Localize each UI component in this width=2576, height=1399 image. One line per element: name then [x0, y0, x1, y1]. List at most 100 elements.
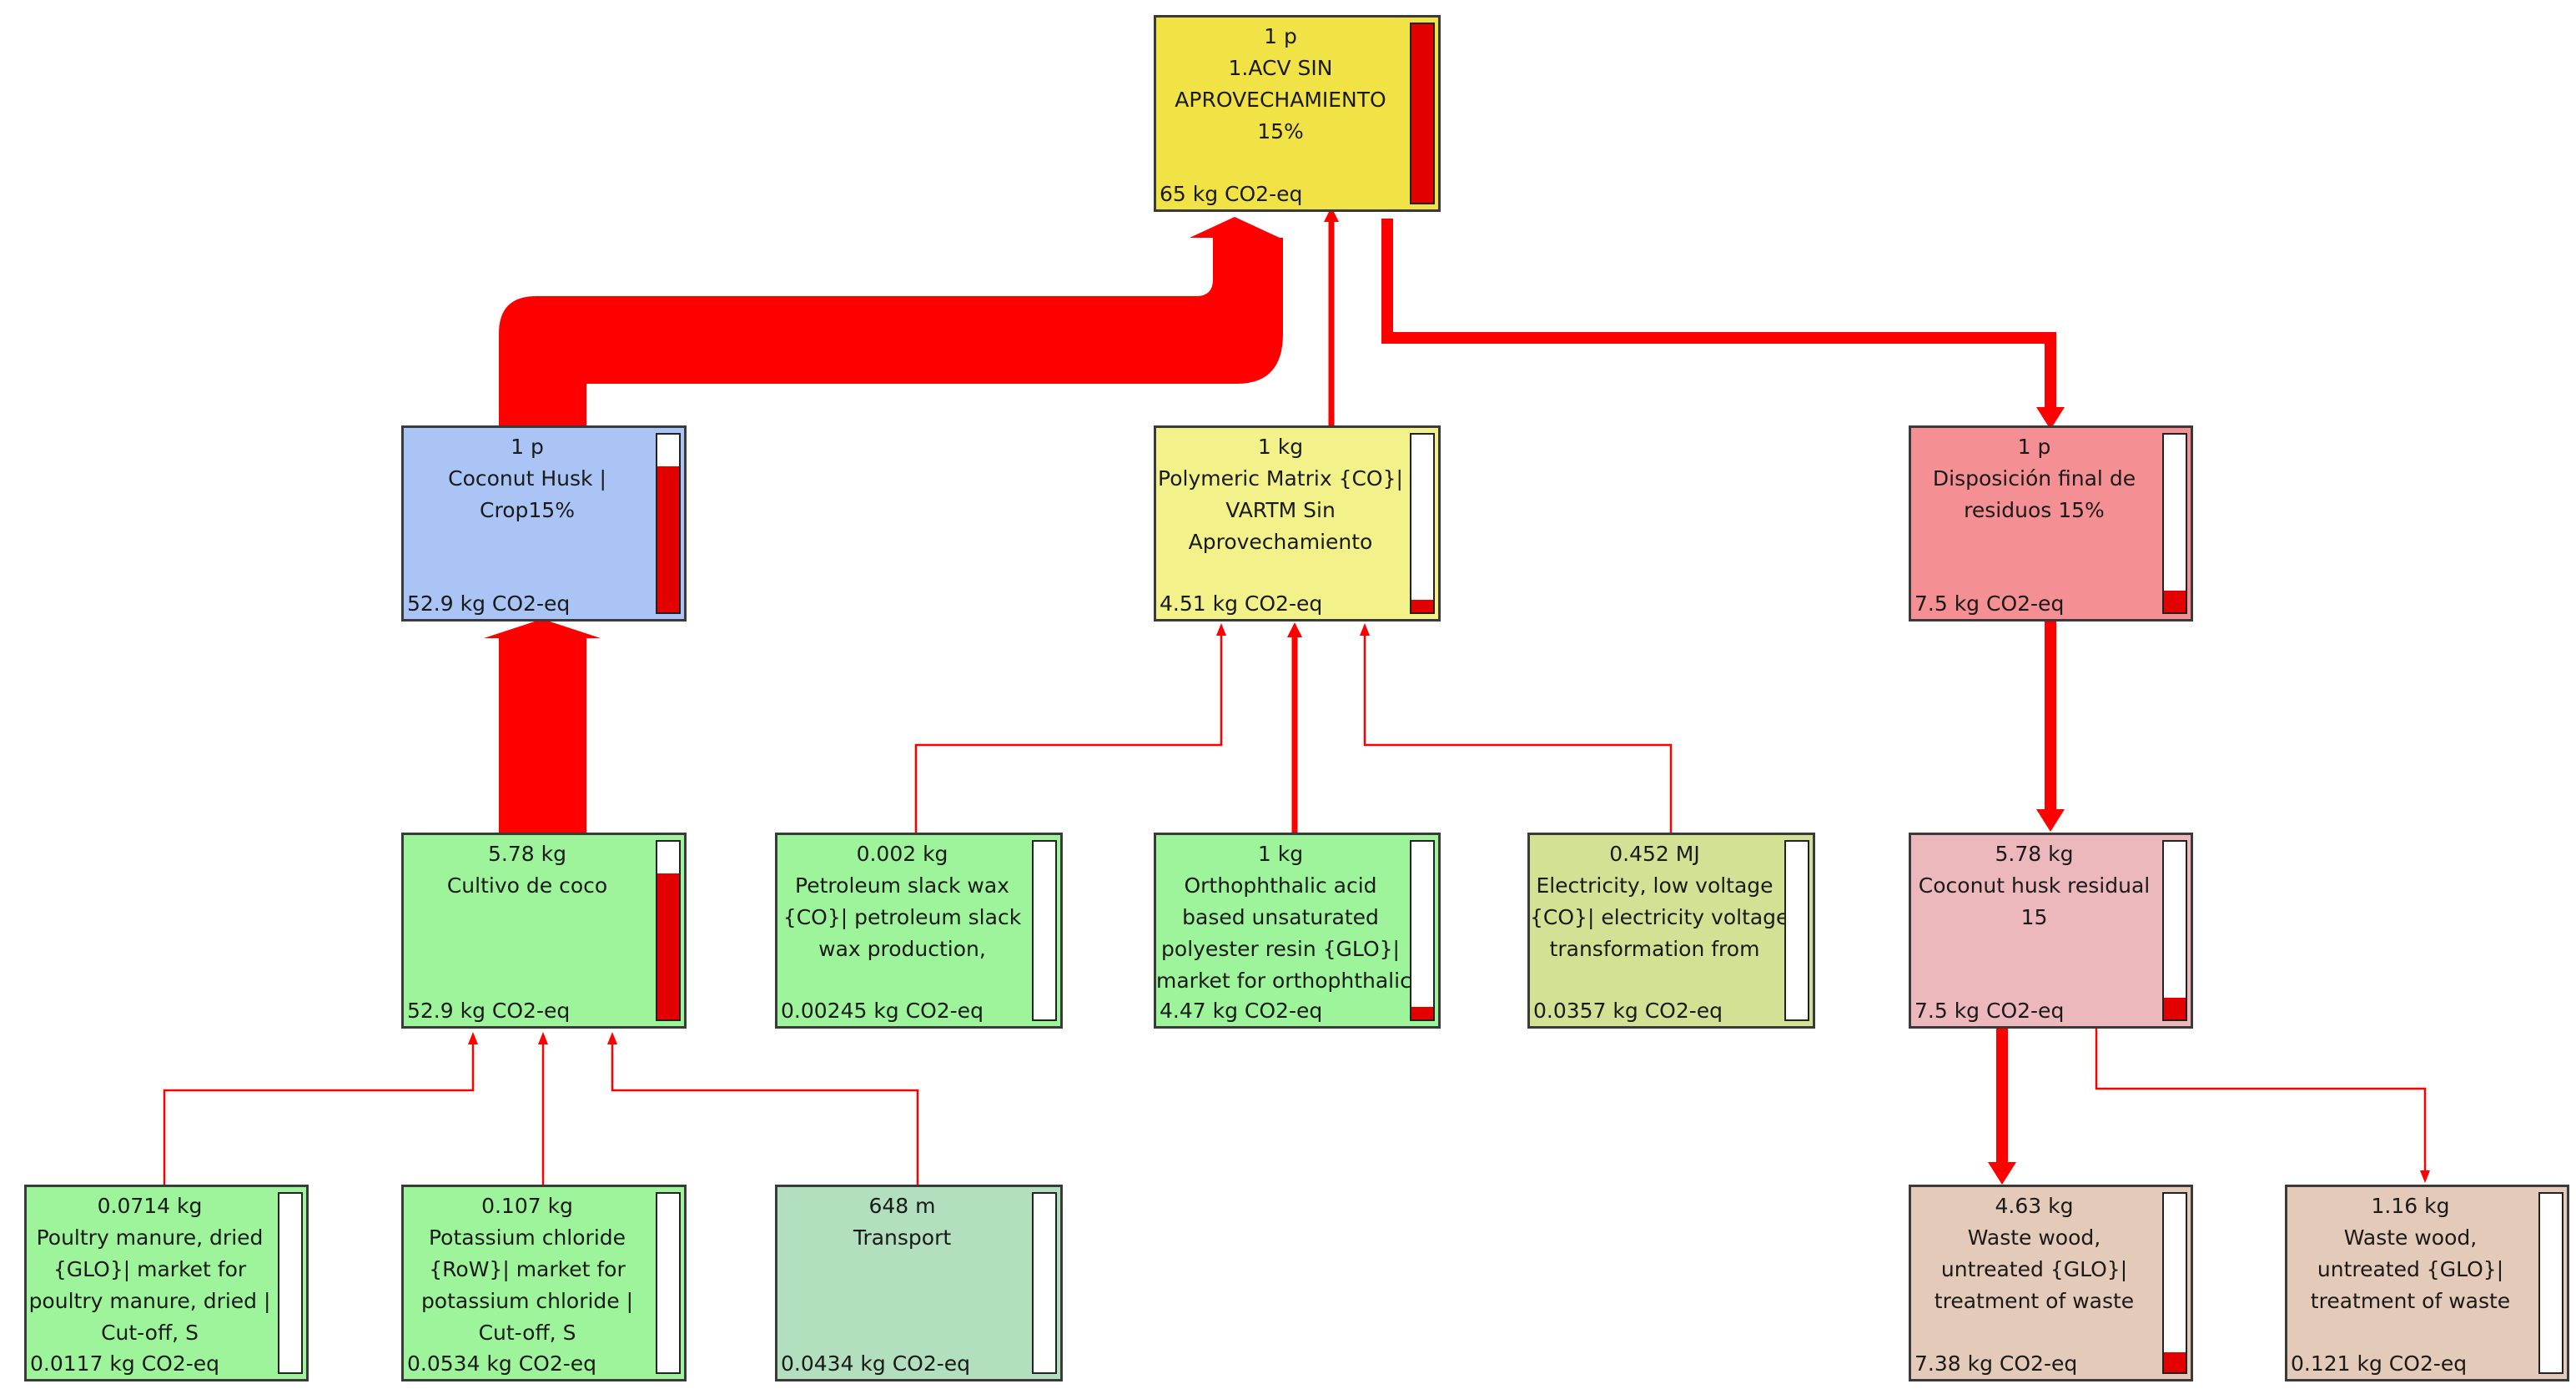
node-label: 4.63 kg Waste wood, untreated {GLO}| treatm…: [1911, 1190, 2157, 1317]
impact-gauge: [1032, 1192, 1057, 1374]
node-impact-value: 0.0434 kg CO2-eq: [781, 1351, 971, 1376]
arrowhead-residual: [2036, 809, 2065, 832]
node-label: 5.78 kg Cultivo de coco: [404, 838, 651, 902]
node-label-line: polyester resin {GLO}|: [1161, 937, 1400, 961]
node-label-line: treatment of waste: [1934, 1289, 2135, 1313]
node-label-line: Disposición final de: [1932, 466, 2136, 491]
node-impact-value: 0.0117 kg CO2-eq: [30, 1351, 220, 1376]
node-label-line: 5.78 kg: [488, 842, 566, 866]
node-label: 1 p Disposición final de residuos 15%: [1911, 431, 2157, 526]
impact-gauge-fill: [1411, 1007, 1433, 1019]
impact-gauge: [1032, 840, 1057, 1021]
node-impact-value: 52.9 kg CO2-eq: [407, 591, 571, 616]
arrowhead-electricity: [1360, 623, 1370, 636]
link-electricity-to-polymeric: [1363, 634, 1673, 834]
impact-gauge: [1410, 433, 1435, 614]
node-label-line: Transport: [853, 1225, 952, 1250]
impact-gauge: [2162, 840, 2187, 1021]
link-coconut-husk-to-root: [499, 217, 1283, 431]
node-label-line: 0.107 kg: [481, 1194, 573, 1218]
node-transport[interactable]: 648 m Transport 0.0434 kg CO2-eq: [775, 1185, 1063, 1381]
link-petroleum-to-polymeric: [914, 634, 1223, 834]
node-label-line: 1.ACV SIN: [1228, 56, 1333, 80]
link-transport-to-cultivo: [611, 1043, 919, 1185]
node-impact-value: 7.38 kg CO2-eq: [1914, 1351, 2078, 1376]
node-label-line: Polymeric Matrix {CO}|: [1158, 466, 1403, 491]
node-label-line: APROVECHAMIENTO: [1175, 88, 1386, 112]
node-label-line: 1 p: [2017, 435, 2051, 459]
node-label-line: 0.0714 kg: [97, 1194, 203, 1218]
arrowhead-petroleum: [1216, 623, 1226, 636]
node-label: 5.78 kg Coconut husk residual 15: [1911, 838, 2157, 934]
node-label-line: VARTM Sin: [1225, 498, 1336, 522]
node-label-line: 1 kg: [1257, 842, 1304, 866]
impact-gauge-fill: [2164, 591, 2186, 612]
arrowhead-waste1: [1988, 1162, 2016, 1185]
node-label: 648 m Transport: [777, 1190, 1027, 1254]
node-label-line: 15: [2020, 905, 2048, 929]
link-residual-to-waste2: [2095, 1028, 2427, 1172]
node-label-line: 5.78 kg: [1995, 842, 2074, 866]
node-label-line: market for orthophthalic: [1156, 969, 1411, 993]
arrowhead-waste2: [2420, 1170, 2430, 1183]
node-waste-wood-1[interactable]: 4.63 kg Waste wood, untreated {GLO}| treatm…: [1909, 1185, 2193, 1381]
link-root-to-disposicion: [1381, 219, 2056, 409]
node-label-line: Aprovechamiento: [1188, 530, 1373, 554]
impact-gauge: [656, 840, 681, 1021]
node-label-line: 648 m: [868, 1194, 936, 1218]
node-label-line: Cultivo de coco: [446, 873, 608, 898]
node-label-line: residuos 15%: [1964, 498, 2105, 522]
node-label-line: 1 p: [1264, 24, 1297, 48]
node-impact-value: 0.0357 kg CO2-eq: [1533, 999, 1723, 1023]
node-label-line: Poultry manure, dried: [36, 1225, 264, 1250]
impact-gauge: [2538, 1192, 2563, 1374]
node-label-line: 1.16 kg: [2371, 1194, 2450, 1218]
node-label-line: based unsaturated: [1182, 905, 1379, 929]
impact-gauge: [2162, 1192, 2187, 1374]
node-label-line: wax production,: [818, 937, 986, 961]
node-label-line: {CO}| petroleum slack: [782, 905, 1022, 929]
node-label-line: treatment of waste: [2310, 1289, 2511, 1313]
node-label-line: Coconut husk residual: [1918, 873, 2151, 898]
node-label-line: potassium chloride |: [420, 1289, 634, 1313]
link-cultivo-to-coconut-husk: [484, 619, 601, 834]
node-label-line: 4.63 kg: [1995, 1194, 2074, 1218]
node-electricity-low-voltage[interactable]: 0.452 MJ Electricity, low voltage {CO}| el…: [1527, 833, 1815, 1029]
impact-gauge: [656, 433, 681, 614]
arrowhead-disposicion: [2036, 407, 2065, 430]
node-label-line: Electricity, low voltage: [1536, 873, 1774, 898]
impact-gauge: [1784, 840, 1809, 1021]
impact-gauge: [278, 1192, 303, 1374]
node-impact-value: 65 kg CO2-eq: [1160, 182, 1303, 206]
link-poultry-to-cultivo: [163, 1043, 475, 1185]
node-label-line: 1 kg: [1257, 435, 1304, 459]
impact-gauge: [656, 1192, 681, 1374]
node-label-line: poultry manure, dried |: [28, 1289, 271, 1313]
arrowhead-polymeric-root: [1324, 207, 1339, 222]
node-label-line: Waste wood,: [1967, 1225, 2101, 1250]
node-label-line: Petroleum slack wax: [795, 873, 1009, 898]
node-label-line: 0.452 MJ: [1609, 842, 1700, 866]
node-label-line: {RoW}| market for: [429, 1257, 626, 1281]
node-impact-value: 4.47 kg CO2-eq: [1160, 999, 1323, 1023]
node-label-line: transformation from: [1549, 937, 1760, 961]
node-label: 0.452 MJ Electricity, low voltage {CO}| el…: [1530, 838, 1789, 965]
node-label-line: untreated {GLO}|: [1940, 1257, 2128, 1281]
node-label-line: {CO}| electricity voltage: [1530, 905, 1789, 929]
